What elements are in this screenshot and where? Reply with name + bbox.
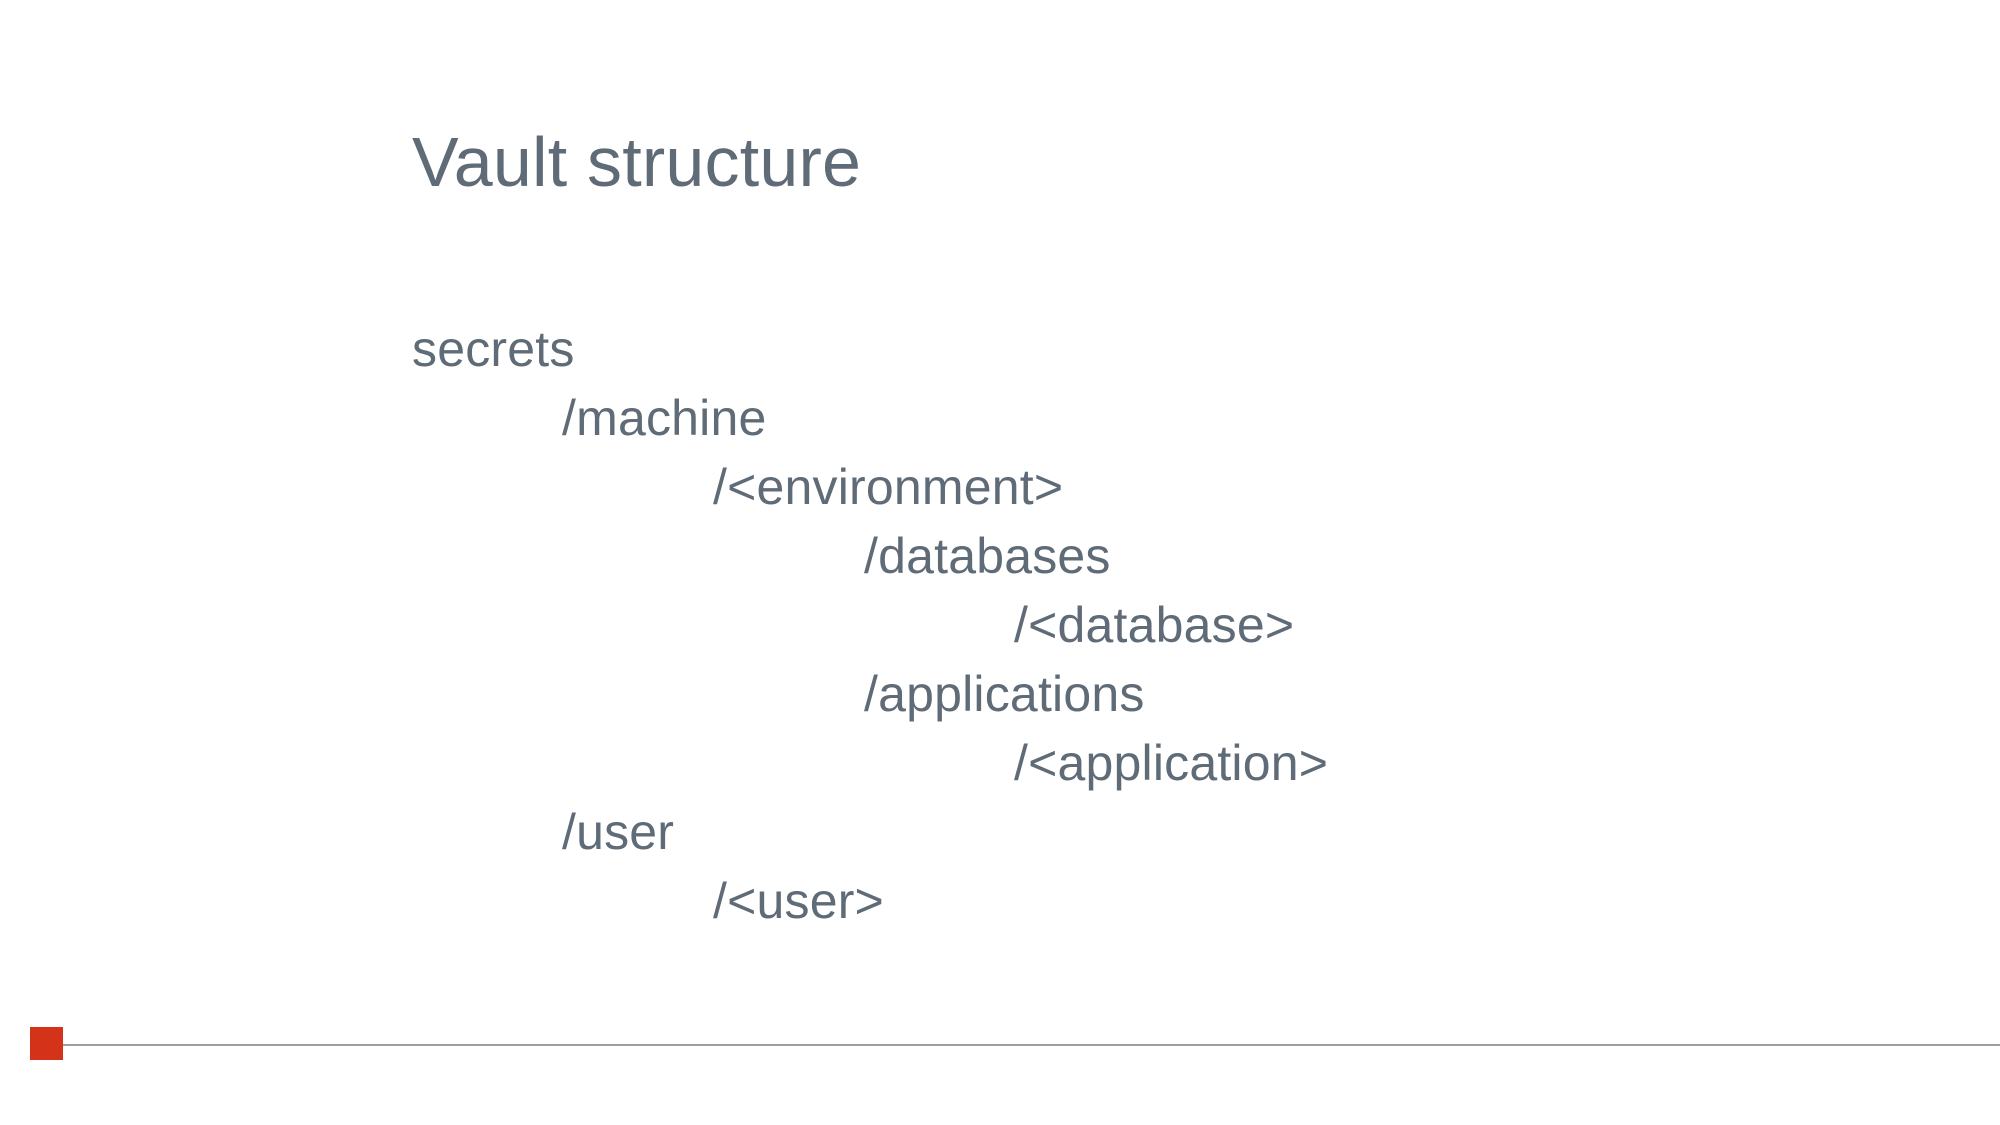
tree-line-user-value: /<user> [713,873,884,929]
vault-structure-tree: secrets /machine /<environment> /databas… [412,315,1812,936]
tree-line-applications: /applications [864,666,1145,722]
tree-line-database: /<database> [1014,597,1295,653]
footer-divider-line [62,1044,2000,1046]
tree-line-machine: /machine [562,390,767,446]
tree-line-application: /<application> [1014,735,1329,791]
tree-line-user: /user [562,804,675,860]
tree-line-environment: /<environment> [713,459,1064,515]
page-title: Vault structure [412,123,862,201]
tree-line-secrets: secrets [412,321,575,377]
tree-line-databases: /databases [864,528,1111,584]
footer-accent-square-icon [30,1027,63,1060]
